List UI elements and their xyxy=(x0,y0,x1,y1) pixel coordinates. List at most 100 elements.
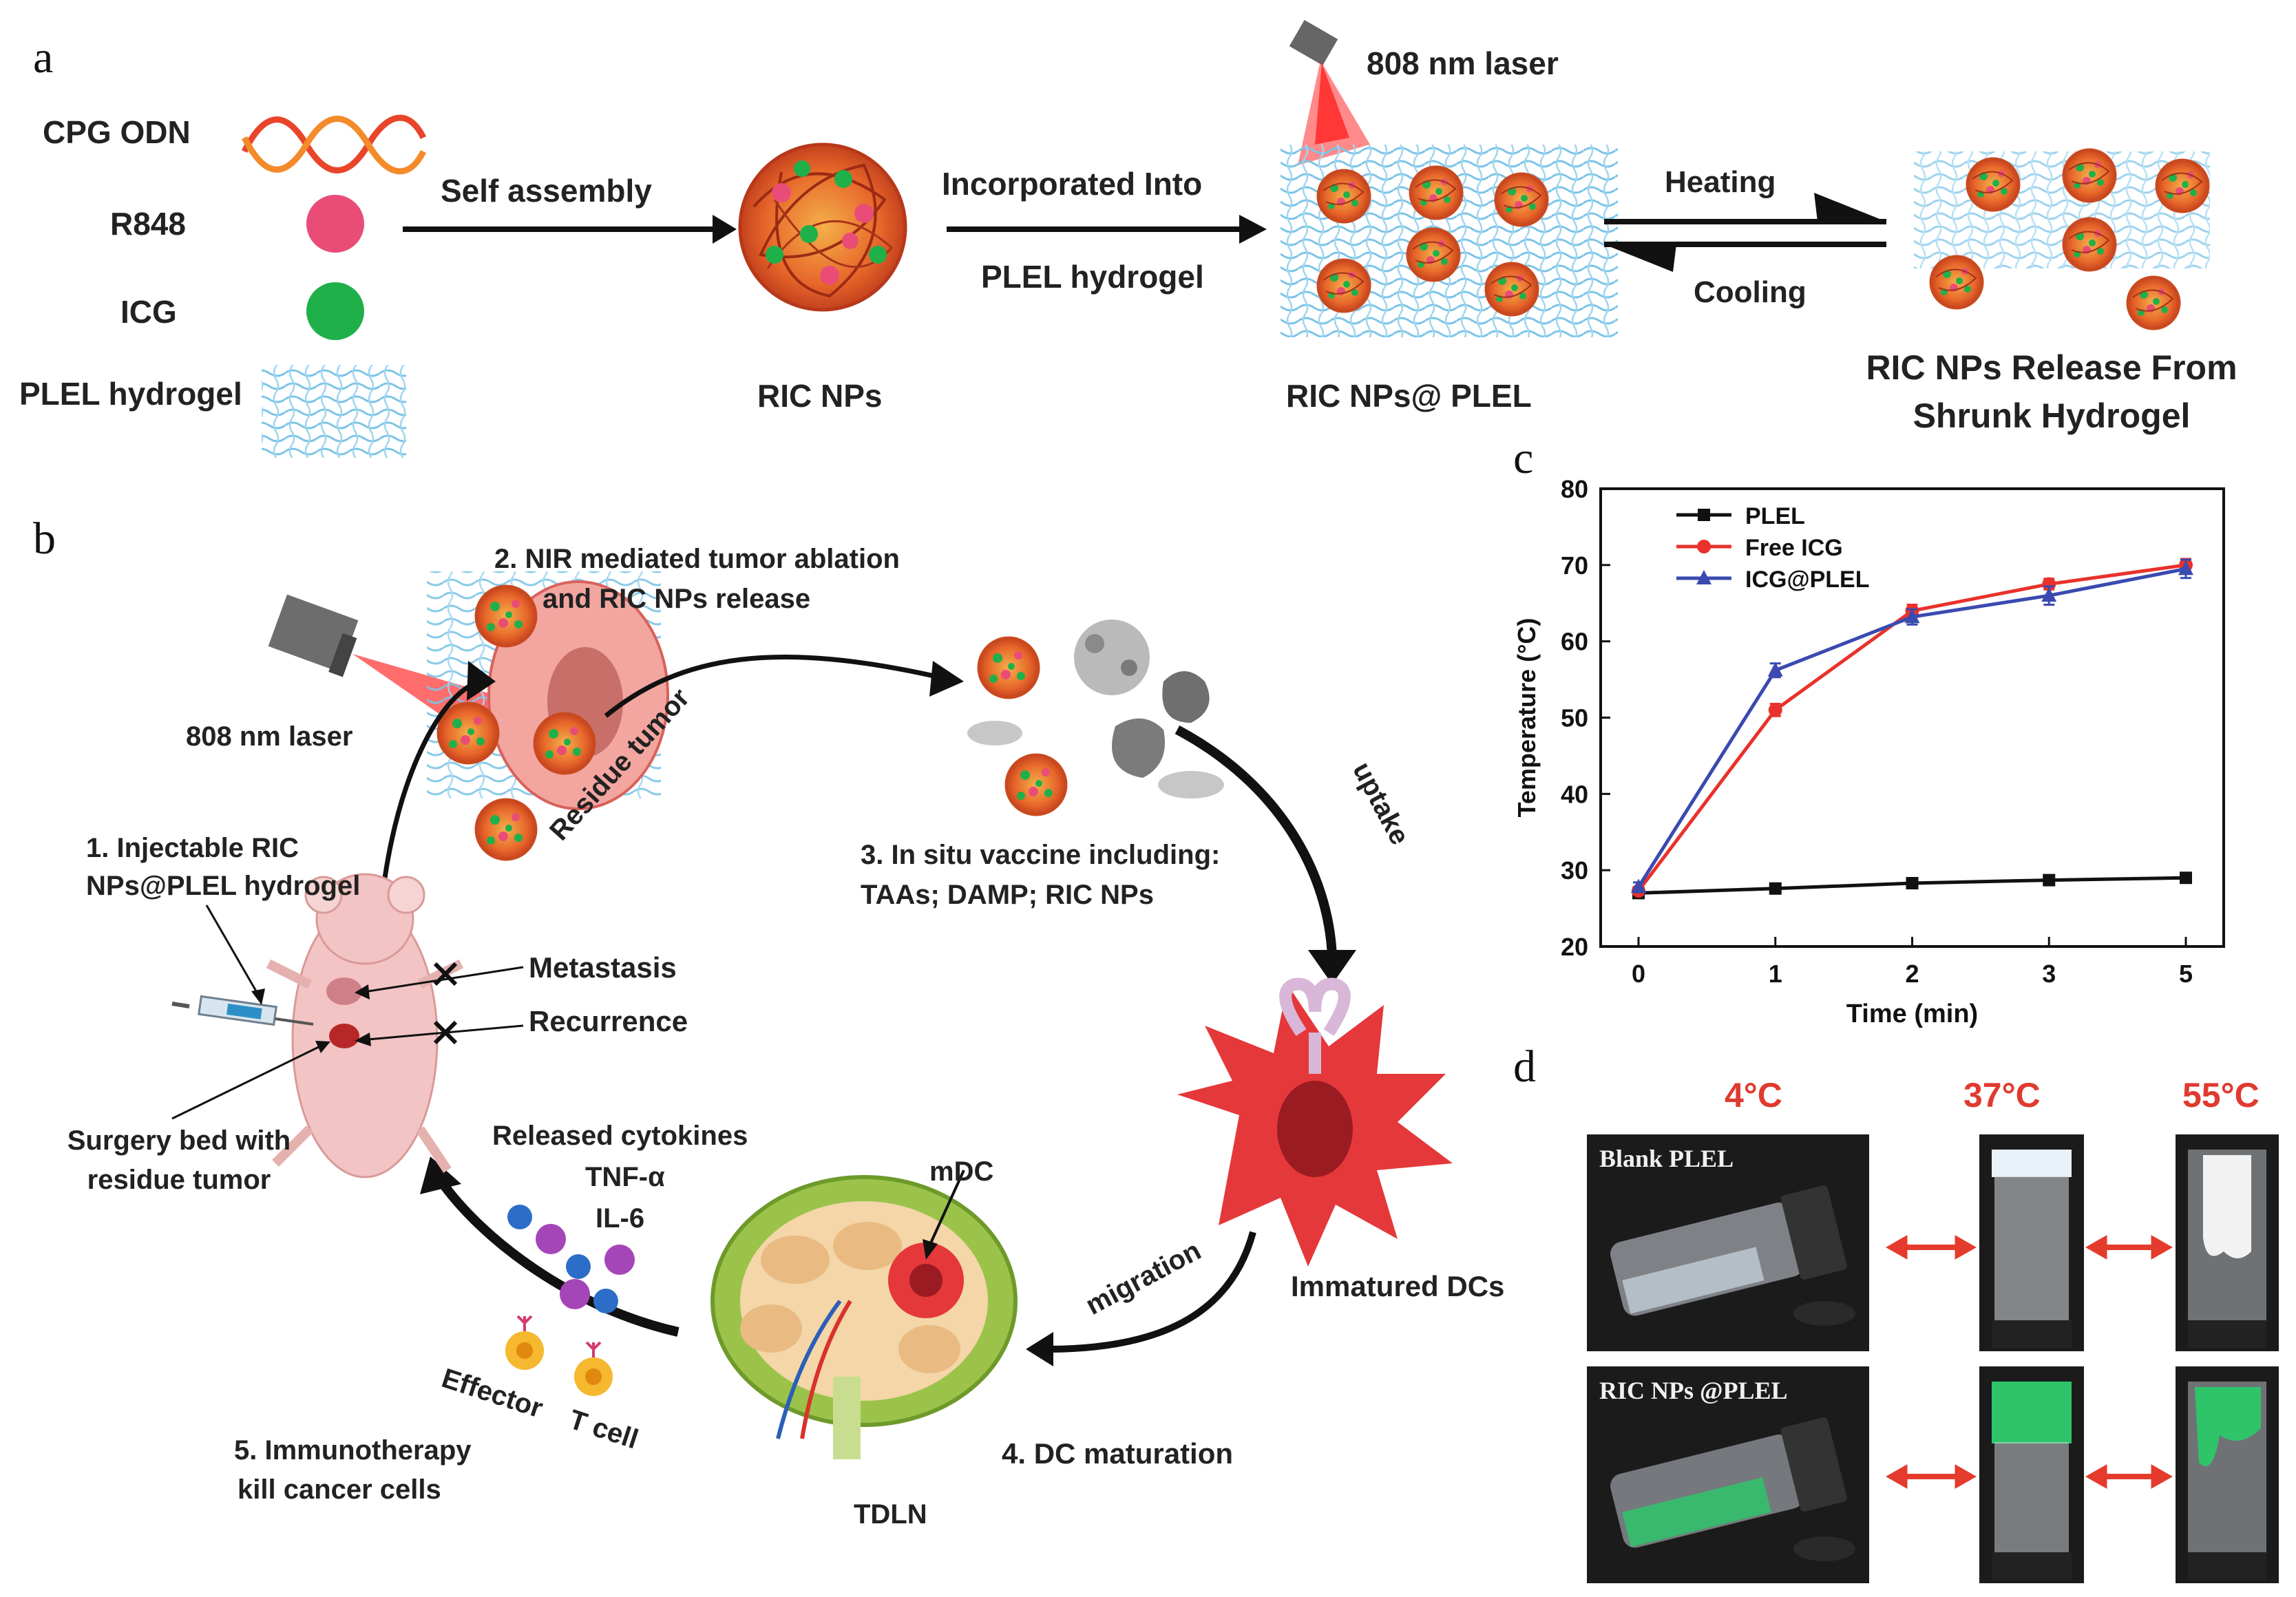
temp-label-55c: 55°C xyxy=(2182,1076,2260,1114)
label-cytokines-title: Released cytokines xyxy=(492,1121,748,1151)
data-point-1-3 xyxy=(2042,577,2056,591)
data-point-2-3 xyxy=(2041,587,2057,602)
residue-tumor-icon xyxy=(487,580,669,810)
label-metastasis: Metastasis xyxy=(529,951,677,984)
label-step5-line1: 5. Immunotherapy xyxy=(234,1435,472,1466)
label-self-assembly: Self assembly xyxy=(441,173,652,209)
effector-t-cells-icon xyxy=(505,1315,613,1396)
lymph-node-icon xyxy=(710,1175,1018,1459)
y-tick-label: 70 xyxy=(1561,551,1588,580)
label-migration: migration xyxy=(1081,1235,1206,1321)
data-point-2-1 xyxy=(1767,662,1783,677)
temp-label-4c: 4°C xyxy=(1725,1076,1782,1114)
data-point-0-4 xyxy=(2180,871,2192,885)
ric-np-icon xyxy=(738,142,907,312)
data-point-2-0 xyxy=(1631,878,1646,893)
label-r848: R848 xyxy=(110,206,186,242)
series-line-2 xyxy=(1636,567,2187,888)
label-residue-tumor: Residue tumor xyxy=(544,682,696,847)
label-step2-line1: 2. NIR mediated tumor ablation xyxy=(494,544,900,574)
label-cooling: Cooling xyxy=(1694,275,1807,309)
y-tick-label: 30 xyxy=(1561,856,1588,885)
panel-letter-b: b xyxy=(33,514,56,564)
x-tick-label: 1 xyxy=(1769,960,1782,988)
laser-device-icon xyxy=(1289,19,1370,165)
y-tick-label: 40 xyxy=(1561,780,1588,808)
panel-a-graphics xyxy=(241,19,2210,458)
data-point-0-2 xyxy=(1906,877,1919,890)
label-heating: Heating xyxy=(1665,165,1776,199)
label-surgery-line1: Surgery bed with xyxy=(67,1125,291,1156)
data-point-2-2 xyxy=(1904,609,1920,624)
label-ric-nps: RIC NPs xyxy=(757,378,883,414)
legend-marker-0 xyxy=(1698,509,1710,521)
label-step1-line1: 1. Injectable RIC xyxy=(86,833,299,863)
x-tick-label: 2 xyxy=(1905,960,1919,988)
label-release-line1: RIC NPs Release From xyxy=(1866,348,2237,387)
y-tick-label: 60 xyxy=(1561,628,1588,656)
photo-label-ric-plel: RIC NPs @PLEL xyxy=(1599,1377,1788,1404)
label-808-laser-b: 808 nm laser xyxy=(186,721,353,752)
label-immatured-dcs: Immatured DCs xyxy=(1291,1270,1505,1302)
label-step3-line2: TAAs; DAMP; RIC NPs xyxy=(861,880,1154,910)
photo-ric-plel-37c xyxy=(1979,1366,2084,1583)
x-tick-label: 3 xyxy=(2042,960,2056,988)
temp-label-37c: 37°C xyxy=(1963,1076,2041,1114)
data-point-1-0 xyxy=(1632,884,1645,898)
series-line-0 xyxy=(1638,876,2187,895)
label-cytokine-tnf: TNF-α xyxy=(585,1162,665,1192)
label-icg: ICG xyxy=(120,294,177,330)
chart-plot-frame xyxy=(1599,487,2225,948)
legend-label-2: ICG@PLEL xyxy=(1745,567,1870,593)
y-tick-label: 20 xyxy=(1561,933,1588,961)
label-step2-line2: and RIC NPs release xyxy=(543,584,811,614)
x-tick-label: 5 xyxy=(2179,960,2193,988)
data-point-0-3 xyxy=(2043,874,2056,887)
panel-letter-d: d xyxy=(1513,1041,1536,1092)
immature-dc-icon xyxy=(1177,977,1453,1267)
panel-letter-a: a xyxy=(33,32,54,83)
icg-dot-icon xyxy=(306,282,364,340)
series-line-1 xyxy=(1637,563,2187,892)
label-808-laser-a: 808 nm laser xyxy=(1367,45,1559,81)
label-cpg-odn: CPG ODN xyxy=(43,114,191,150)
syringe-icon xyxy=(171,995,314,1026)
label-t-cell: T cell xyxy=(565,1404,642,1455)
label-plel-hydrogel: PLEL hydrogel xyxy=(19,376,242,412)
vaccine-components-icon xyxy=(967,620,1224,816)
photo-blank-plel-55c xyxy=(2176,1134,2279,1351)
photo-blank-plel-37c xyxy=(1979,1134,2084,1351)
data-point-1-2 xyxy=(1905,604,1919,618)
label-recurrence: Recurrence xyxy=(529,1005,688,1037)
label-surgery-line2: residue tumor xyxy=(87,1165,271,1195)
photo-blank-plel-4c: Blank PLEL xyxy=(1587,1134,1869,1351)
plel-hydrogel-icon xyxy=(262,365,406,458)
label-ric-nps-plel: RIC NPs@ PLEL xyxy=(1286,378,1532,414)
label-uptake: uptake xyxy=(1347,757,1415,850)
data-point-0-0 xyxy=(1632,887,1645,900)
label-release-line2: Shrunk Hydrogel xyxy=(1913,396,2191,435)
panel-letter-c: c xyxy=(1513,433,1534,483)
photo-label-blank-plel: Blank PLEL xyxy=(1599,1145,1734,1172)
data-point-1-1 xyxy=(1768,703,1782,717)
cpg-odn-helix-icon xyxy=(241,114,427,175)
photo-ric-plel-4c: RIC NPs @PLEL xyxy=(1587,1366,1869,1583)
arrow-to-tumor xyxy=(376,679,483,944)
label-tdln: TDLN xyxy=(854,1499,927,1530)
y-tick-label: 50 xyxy=(1561,704,1588,732)
r848-dot-icon xyxy=(306,195,364,253)
label-step3-line1: 3. In situ vaccine including: xyxy=(861,840,1221,870)
label-step1-line2: NPs@PLEL hydrogel xyxy=(86,871,361,901)
label-incorporated-into: Incorporated Into xyxy=(942,166,1203,202)
x-axis-label: Time (min) xyxy=(1846,1000,1978,1028)
label-mdc: mDC xyxy=(929,1156,994,1187)
photo-ric-plel-55c xyxy=(2176,1366,2279,1583)
legend-marker-1 xyxy=(1697,540,1711,553)
data-point-1-4 xyxy=(2179,558,2193,572)
legend-label-0: PLEL xyxy=(1745,503,1805,529)
y-axis-label: Temperature (°C) xyxy=(1513,618,1541,818)
legend-marker-2 xyxy=(1696,570,1712,584)
label-plel-hydrogel-arrow: PLEL hydrogel xyxy=(981,259,1204,295)
data-point-0-1 xyxy=(1769,882,1782,895)
data-point-2-4 xyxy=(2178,560,2193,575)
